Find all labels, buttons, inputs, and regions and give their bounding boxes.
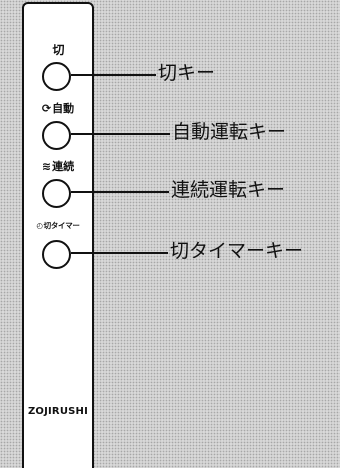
remote-control-body: 切 ⟳自動 ≋連続 ◴切タイマー ZOJIRUSHI [22,2,94,468]
brand-logo-text: ZOJIRUSHI [27,406,89,417]
callout-off-timer-key: 切タイマーキー [170,240,304,262]
continuous-button-label: ≋連続 [41,160,75,173]
leader-line-continuous [71,191,169,193]
off-timer-button-label: ◴切タイマー [36,221,80,230]
auto-icon: ⟳ [41,102,52,115]
callout-off-key: 切キー [158,62,216,84]
timer-icon: ◴ [36,221,43,230]
leader-line-off [71,74,156,76]
callout-auto-operation-key: 自動運転キー [172,121,287,143]
leader-line-off-timer [71,252,168,254]
continuous-operation-button[interactable] [42,179,71,208]
callout-continuous-operation-key: 連続運転キー [171,179,286,201]
leader-line-auto [71,133,170,135]
auto-button-label: ⟳自動 [41,102,75,115]
continuous-icon: ≋ [41,160,52,173]
off-button[interactable] [42,62,71,91]
auto-operation-button[interactable] [42,121,71,150]
off-button-label: 切 [52,43,65,57]
off-timer-button[interactable] [42,240,71,269]
